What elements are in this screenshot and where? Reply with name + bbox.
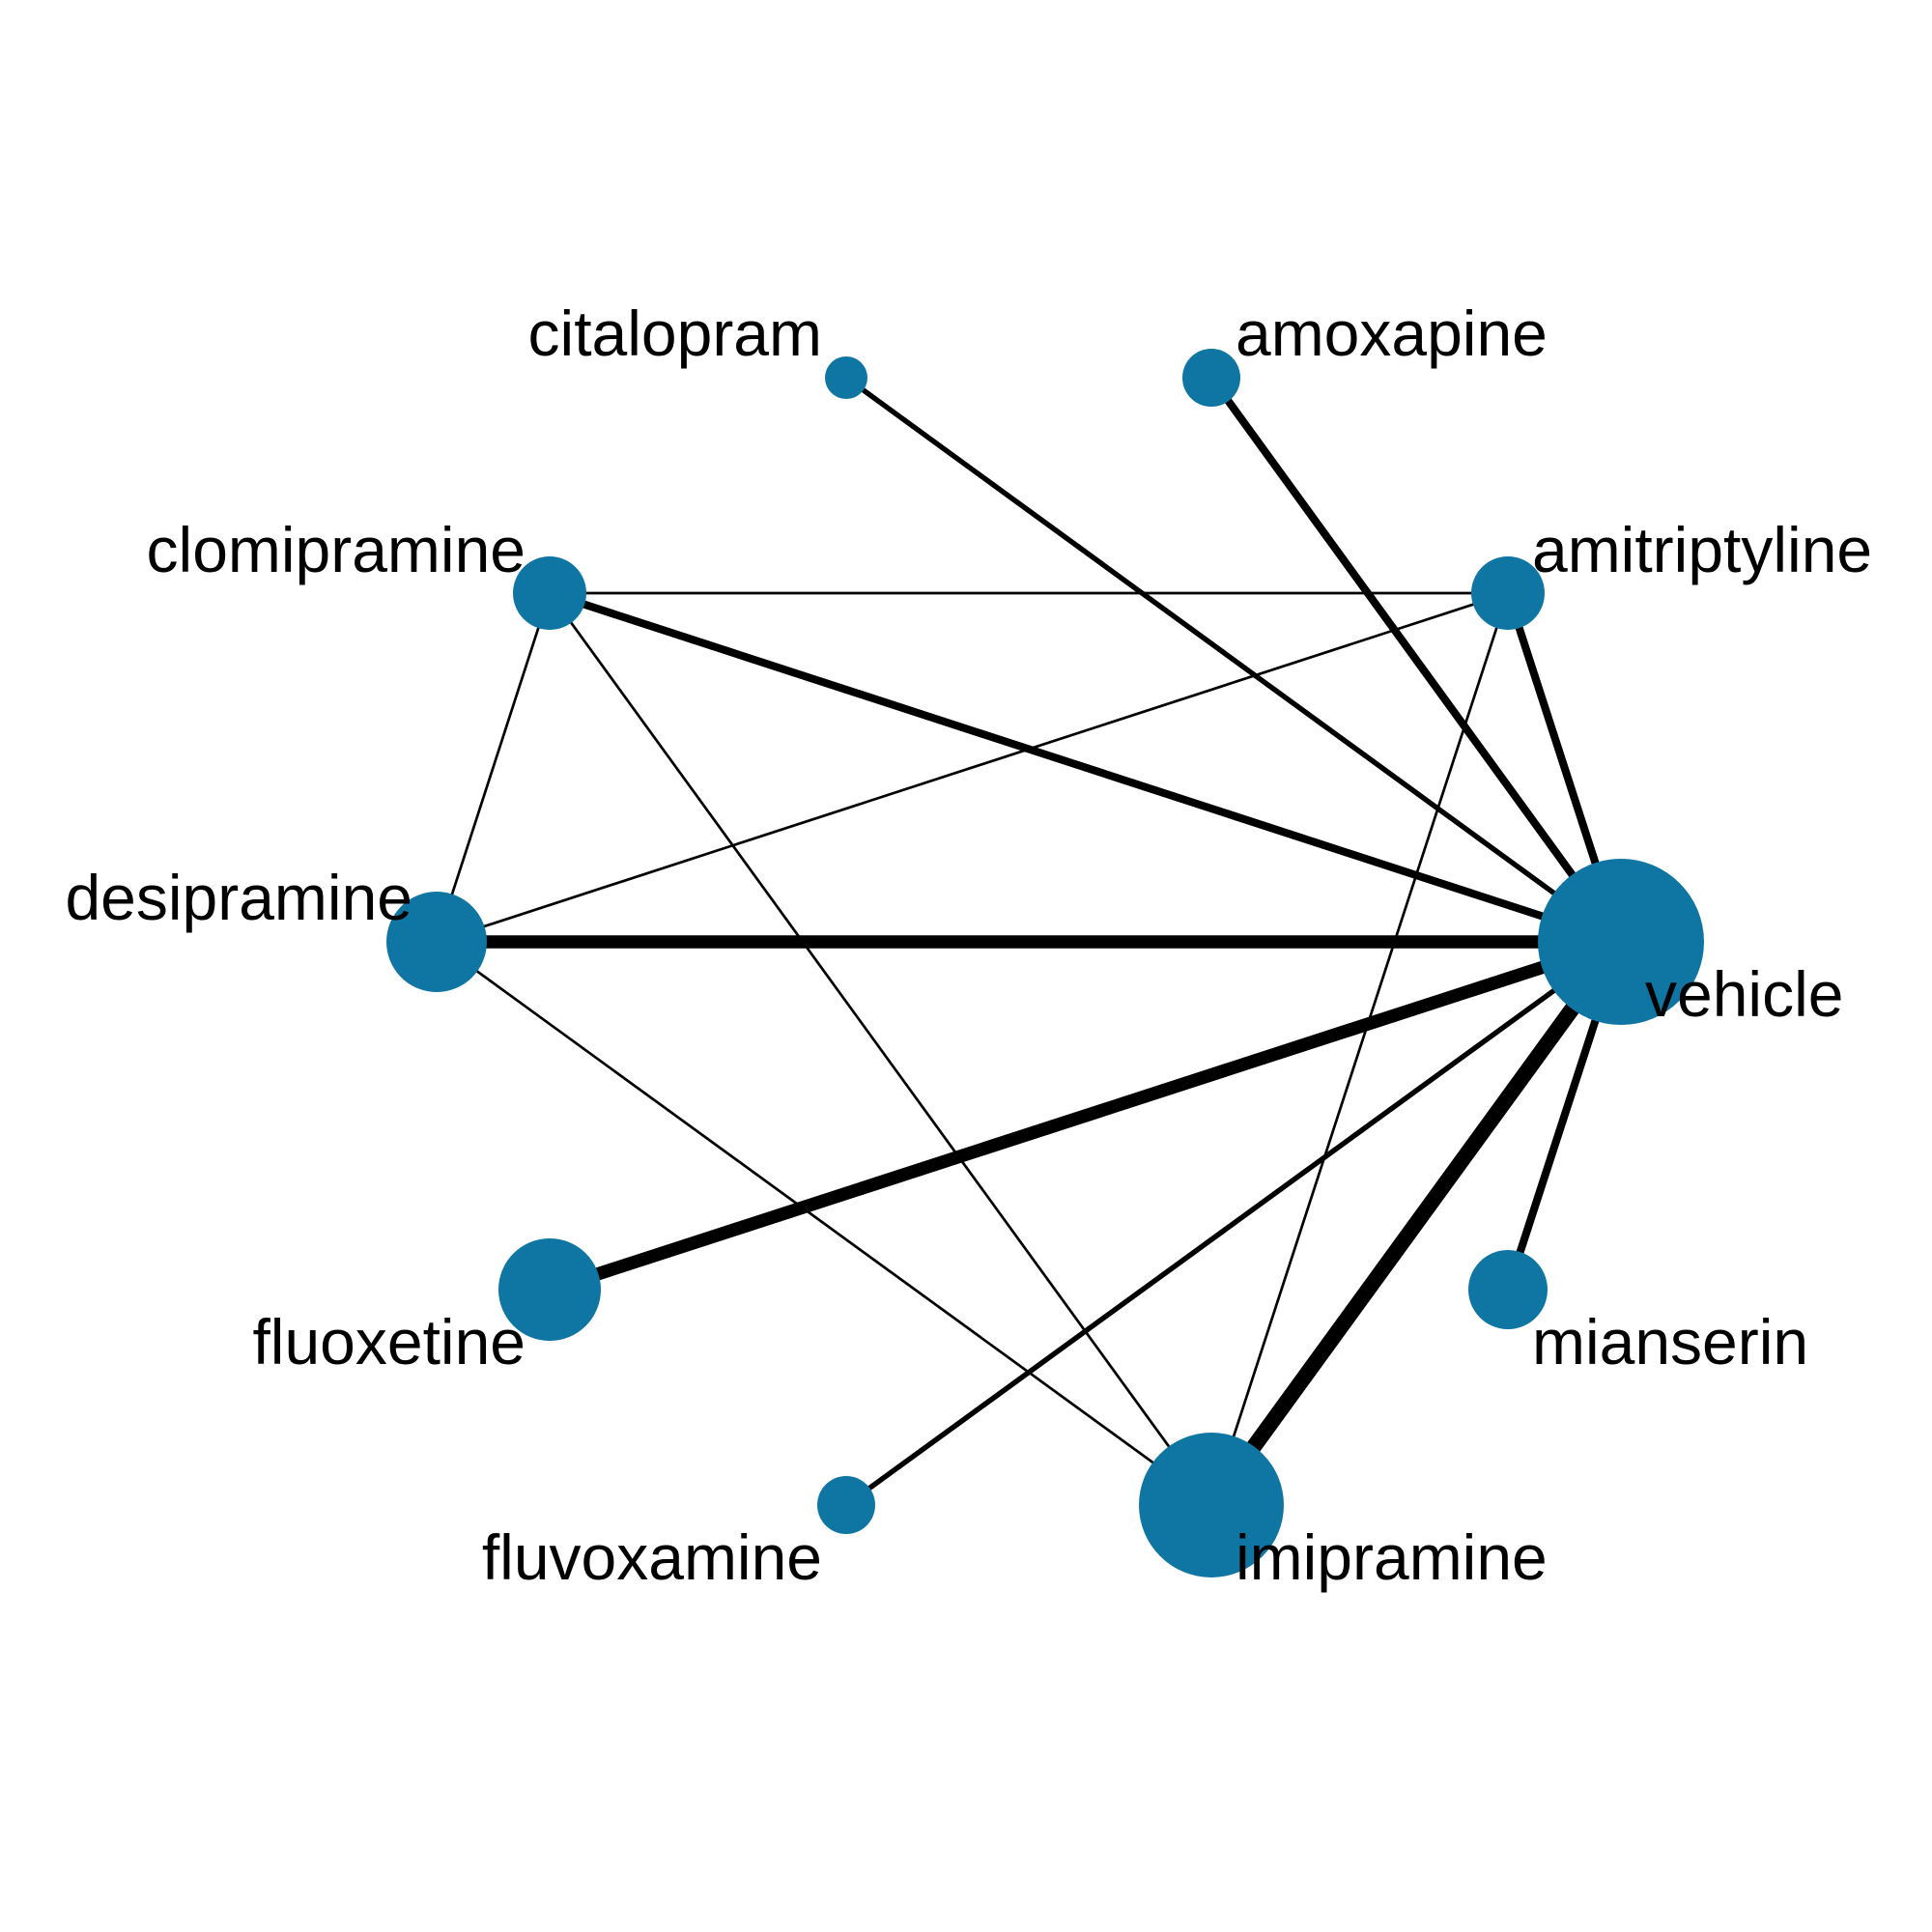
node-label-amoxapine: amoxapine <box>1236 298 1548 369</box>
node-label-citalopram: citalopram <box>528 298 822 369</box>
node-label-vehicle: vehicle <box>1645 958 1843 1030</box>
node-vehicle <box>1538 859 1704 1025</box>
node-desipramine <box>386 892 487 992</box>
edge-amitriptyline-imipramine <box>1209 592 1510 1506</box>
network-nodes <box>386 349 1704 1577</box>
node-label-fluoxetine: fluoxetine <box>252 1306 526 1378</box>
edge-citalopram-vehicle <box>844 375 1623 945</box>
edge-fluvoxamine-vehicle <box>844 939 1623 1508</box>
node-clomipramine <box>513 556 586 630</box>
edge-desipramine-imipramine <box>436 940 1212 1507</box>
node-fluvoxamine <box>817 1476 875 1534</box>
node-label-imipramine: imipramine <box>1236 1521 1548 1593</box>
node-label-clomipramine: clomipramine <box>147 514 526 585</box>
node-amitriptyline <box>1471 556 1545 630</box>
node-amoxapine <box>1182 349 1240 407</box>
edge-imipramine-vehicle <box>1205 937 1628 1510</box>
edge-amoxapine-vehicle <box>1208 375 1625 945</box>
node-label-amitriptyline: amitriptyline <box>1532 514 1872 585</box>
edge-fluoxetine-vehicle <box>547 935 1624 1296</box>
node-citalopram <box>825 356 867 399</box>
edge-clomipramine-imipramine <box>548 592 1213 1506</box>
edge-amitriptyline-desipramine <box>436 591 1509 944</box>
edge-clomipramine-vehicle <box>548 589 1623 946</box>
node-imipramine <box>1139 1433 1284 1577</box>
node-label-mianserin: mianserin <box>1532 1306 1808 1378</box>
network-edges <box>435 375 1628 1510</box>
node-label-fluvoxamine: fluvoxamine <box>482 1521 822 1593</box>
node-fluoxetine <box>498 1238 601 1341</box>
node-label-desipramine: desipramine <box>65 862 412 933</box>
node-mianserin <box>1468 1250 1548 1329</box>
network-labels: citalopram amoxapine clomipramine amitripty… <box>65 298 1872 1593</box>
edge-clomipramine-desipramine <box>435 592 552 943</box>
